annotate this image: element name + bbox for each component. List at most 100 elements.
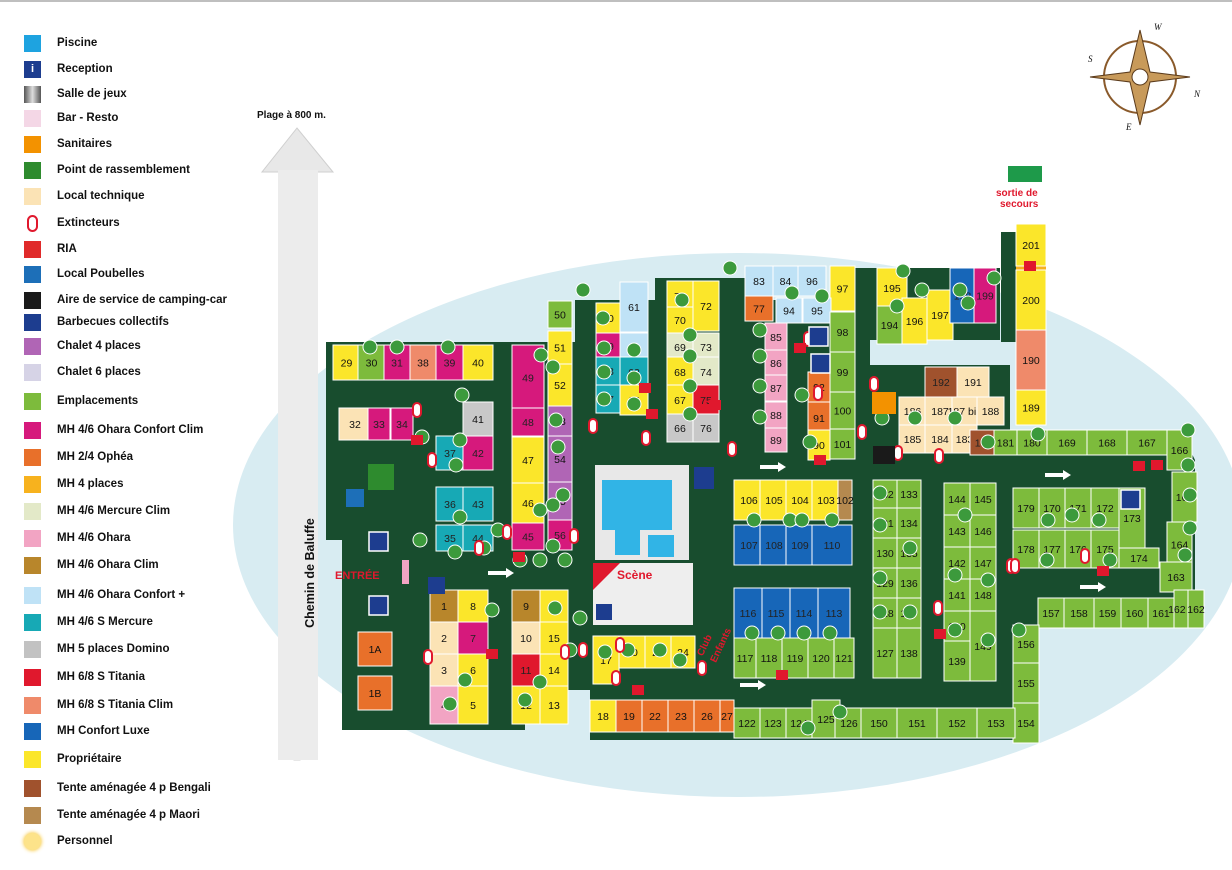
extinguisher-icon — [615, 637, 625, 653]
lot-number: 35 — [444, 533, 456, 545]
lot-number: 141 — [948, 590, 966, 602]
legend-item: Aire de service de camping-car — [24, 291, 227, 309]
tree-icon — [752, 322, 768, 338]
lot-number: 22 — [649, 711, 661, 723]
lot-number: 31 — [391, 358, 403, 370]
lot-174 — [1118, 547, 1160, 569]
tree-icon — [752, 378, 768, 394]
lot-94 — [775, 297, 803, 324]
lot-number: 34 — [396, 419, 408, 431]
legend-label: Chalet 6 places — [57, 366, 141, 378]
fire-hose-icon — [513, 552, 525, 562]
tree-icon — [532, 674, 548, 690]
lot-number: 143 — [948, 526, 966, 538]
tree-icon — [626, 370, 642, 386]
legend-label: Point de rassemblement — [57, 164, 190, 176]
tree-icon — [902, 604, 918, 620]
legend-label: RIA — [57, 243, 77, 255]
legend-item: Sanitaires — [24, 135, 112, 153]
camper-service-icon — [873, 446, 895, 464]
parking-icon — [368, 531, 389, 552]
tree-icon — [596, 391, 612, 407]
legend-label: MH 4/6 Ohara Clim — [57, 559, 159, 571]
legend-item: RIA — [24, 240, 77, 258]
lot-number: 126 — [840, 718, 858, 730]
fire-hose-icon — [814, 455, 826, 465]
lot-number: 173 — [1123, 513, 1141, 525]
legend-label: Local technique — [57, 190, 145, 202]
tree-icon — [545, 538, 561, 554]
tree-icon — [452, 509, 468, 525]
legend-label: MH 4/6 Ohara Confort Clim — [57, 424, 204, 436]
lot-number: 117 — [737, 653, 754, 665]
legend-label: Tente aménagée 4 p Maori — [57, 809, 200, 821]
legend-label: MH 4 places — [57, 478, 124, 490]
lot-number: 30 — [366, 358, 378, 370]
lot-89 — [764, 427, 788, 453]
lot-number: 160 — [1126, 608, 1144, 620]
emergency-exit-label-1: sortie de — [996, 188, 1038, 199]
tree-icon — [672, 652, 688, 668]
extinguisher-icon — [869, 376, 879, 392]
legend-swatch — [24, 337, 41, 355]
tree-icon — [682, 327, 698, 343]
fire-hose-icon — [1097, 566, 1109, 576]
extinguisher-icon — [560, 644, 570, 660]
lot-number: 94 — [783, 306, 795, 318]
tree-icon — [596, 364, 612, 380]
legend-item: Propriétaire — [24, 750, 122, 768]
beach-label: Plage à 800 m. — [257, 110, 326, 121]
tree-icon — [1180, 457, 1196, 473]
lot-number: 136 — [900, 578, 918, 590]
lot-number: 192 — [932, 377, 950, 389]
tree-icon — [947, 410, 963, 426]
lot-179 — [1012, 487, 1040, 529]
lot-number: 74 — [700, 367, 712, 379]
legend-item: Chalet 4 places — [24, 337, 141, 355]
lot-number: 1 — [441, 601, 447, 613]
lot-201 — [1015, 223, 1047, 267]
tree-icon — [872, 604, 888, 620]
tree-icon — [794, 512, 810, 528]
lot-number: 108 — [765, 540, 783, 552]
tree-icon — [770, 625, 786, 641]
tree-icon — [1102, 552, 1118, 568]
legend-swatch — [24, 750, 41, 768]
lot-101 — [829, 428, 856, 460]
lot-18 — [589, 699, 617, 733]
lot-number: 27 — [721, 711, 733, 723]
legend-label: Tente aménagée 4 p Bengali — [57, 782, 211, 794]
tree-icon — [872, 570, 888, 586]
lot-number: 5 — [470, 700, 476, 712]
tree-icon — [454, 387, 470, 403]
lot-number: 19 — [623, 711, 635, 723]
stage-label: Scène — [617, 568, 653, 582]
tree-icon — [457, 672, 473, 688]
lot-number: 114 — [796, 608, 813, 620]
exit-corridor — [1001, 232, 1019, 342]
tree-icon — [907, 410, 923, 426]
legend-label: MH 6/8 S Titania Clim — [57, 699, 174, 711]
lot-43 — [462, 486, 494, 522]
lot-number: 145 — [974, 494, 992, 506]
lot-7 — [457, 621, 489, 655]
lot-number: 185 — [904, 434, 922, 446]
legend-item: MH 4/6 Ohara Confort + — [24, 586, 185, 604]
lot-number: 50 — [554, 310, 566, 322]
accessibility-icon — [428, 577, 445, 594]
technical-room-icon — [24, 187, 41, 205]
extinguisher-icon — [27, 214, 38, 232]
lot-191 — [956, 366, 990, 398]
stage-corner — [593, 563, 620, 590]
tree-icon — [980, 434, 996, 450]
lot-number: 172 — [1096, 503, 1114, 515]
lot-number: 102 — [836, 495, 854, 507]
lot-110 — [811, 524, 853, 566]
lot-number: 38 — [417, 358, 429, 370]
tree-icon — [545, 359, 561, 375]
lot-157 — [1037, 597, 1065, 629]
tree-icon — [452, 432, 468, 448]
tree-icon — [1039, 552, 1055, 568]
tree-icon — [872, 517, 888, 533]
